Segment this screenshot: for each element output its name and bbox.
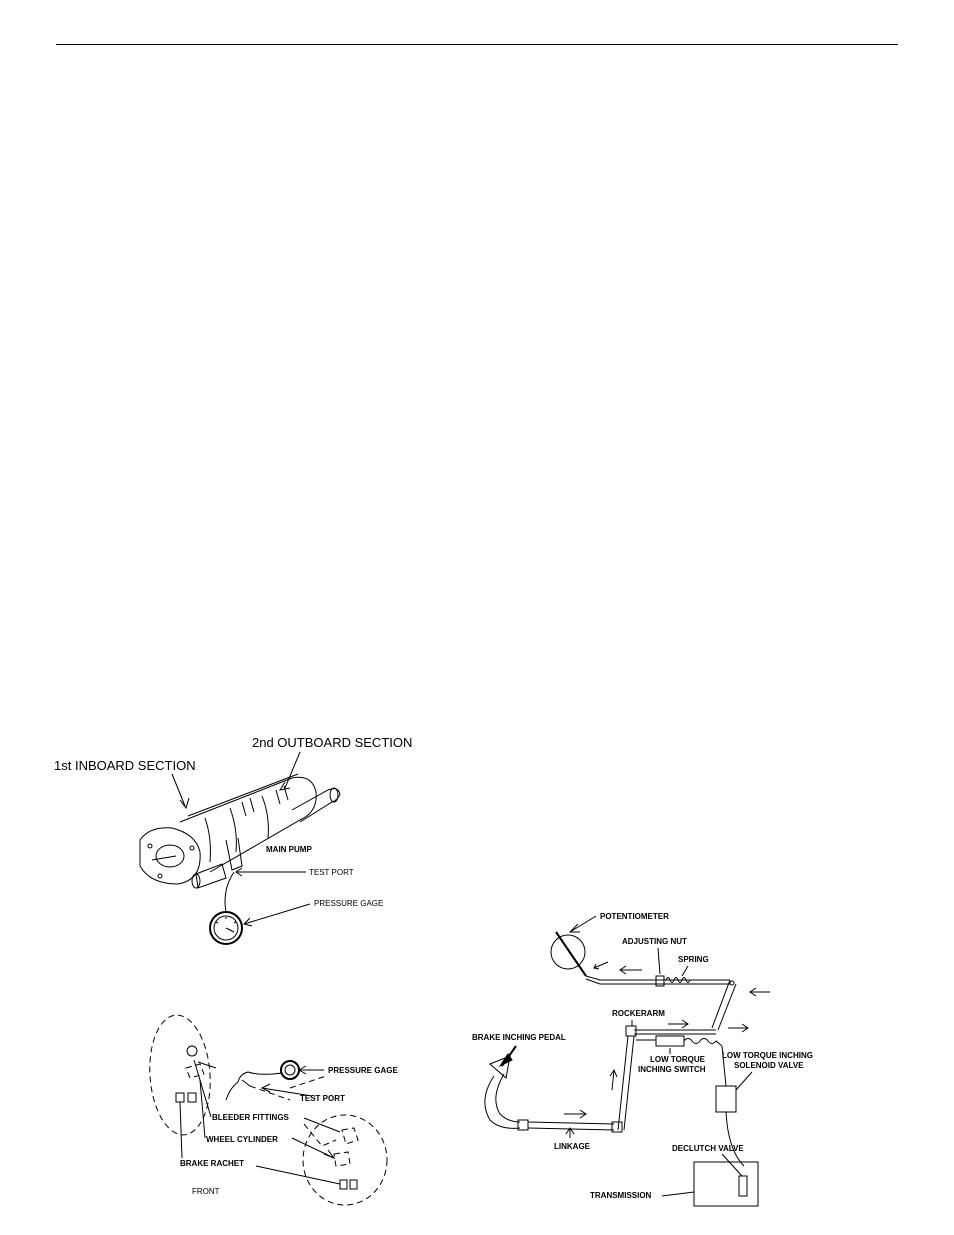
low-torque-switch-label-1: LOW TORQUE [650,1055,706,1064]
low-torque-solenoid-label-1: LOW TORQUE INCHING [722,1051,813,1060]
bleeder-circle [186,1045,198,1057]
wheel-cylinder-label: WHEEL CYLINDER [206,1135,278,1144]
test-port-label: TEST PORT [309,868,354,877]
rockerarm-icon [625,1025,637,1037]
linkage-label: LINKAGE [554,1142,591,1151]
pressure-gage-leader [243,903,311,925]
outboard-section-label: 2nd OUTBOARD SECTION [252,735,412,750]
brake-rachet-label: BRAKE RACHET [180,1159,244,1168]
left-wheel-outline [149,1014,211,1136]
main-pump-figure: 2nd OUTBOARD SECTION 1st INBOARD SECTION [54,735,412,945]
bleeder-fittings-label: BLEEDER FITTINGS [212,1113,290,1122]
header-rule [56,44,898,45]
brake-pedal-icon [489,1055,511,1079]
spring-label: SPRING [678,955,709,964]
potentiometer-label: POTENTIOMETER [600,912,669,921]
bell-crank [711,979,731,1029]
spring-icon [665,977,691,983]
pressure-gage-label: PRESSURE GAGE [314,899,383,908]
pedal-arm [484,1075,521,1129]
gauge-hose [224,871,235,913]
inching-linkage-figure: POTENTIOMETER ADJUSTING NUT SPRING ROCKE… [472,912,813,1207]
low-torque-solenoid-label-2: SOLENOID VALVE [734,1061,804,1070]
top-rod [585,975,730,981]
solenoid-wire [725,1111,745,1167]
brake-inching-pedal-label: BRAKE INCHING PEDAL [472,1033,566,1042]
ratchet-square-1 [175,1092,185,1103]
inboard-leader [171,773,186,807]
pump-body [139,773,341,889]
transmission-icon [693,1161,759,1207]
brake-hose [237,1071,283,1083]
ratchet-square-4 [349,1179,358,1190]
declutch-valve-icon [738,1175,748,1197]
ratchet-square-3 [339,1179,348,1190]
transmission-label: TRANSMISSION [590,1191,652,1200]
outboard-leader [284,751,301,789]
potentiometer-icon [550,934,586,970]
front-label: FRONT [192,1187,220,1196]
brake-bleed-figure: PRESSURE GAGE TEST PORT BLEEDER FITTINGS… [149,1014,398,1206]
adjusting-nut-label: ADJUSTING NUT [622,937,687,946]
linkage-rod [527,1121,615,1125]
vertical-link [617,1035,629,1131]
brake-pressure-gauge-icon [280,1060,300,1080]
solenoid-valve-icon [715,1085,737,1113]
right-wheel-outline [302,1114,388,1206]
rockerarm-label: ROCKERARM [612,1009,665,1018]
potentiometer-leader [569,915,597,933]
main-pump-label: MAIN PUMP [266,845,312,854]
inching-switch-icon [655,1035,685,1047]
outboard-arrowhead [278,781,291,791]
adjusting-nut-icon [655,975,665,987]
brake-test-port-label: TEST PORT [300,1094,345,1103]
brake-test-port-leader [261,1087,313,1097]
brake-pressure-gage-label: PRESSURE GAGE [328,1066,398,1075]
pressure-gauge-icon [209,911,243,945]
inboard-section-label: 1st INBOARD SECTION [54,758,196,773]
inboard-arrowhead [179,797,190,810]
declutch-valve-label: DECLUTCH VALVE [672,1144,744,1153]
ratchet-square-2 [187,1092,197,1103]
low-torque-switch-label-2: INCHING SWITCH [638,1065,706,1074]
